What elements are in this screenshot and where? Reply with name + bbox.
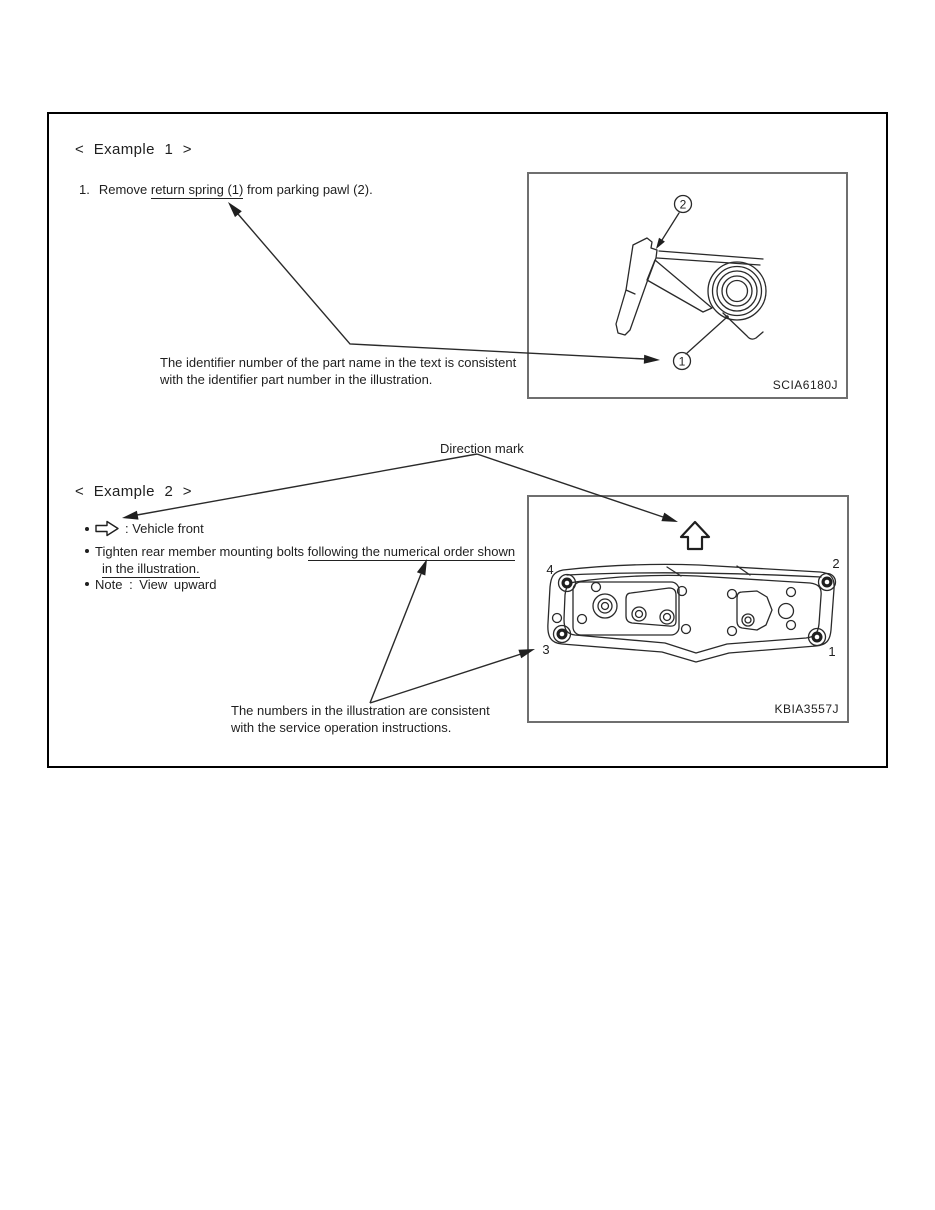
tighten-text-underlined-1: following the numerical order shown [307,544,516,561]
caption1-line1: The identifier number of the part name i… [160,355,517,370]
caption-numbers-consistency: The numbers in the illustration are cons… [231,702,490,736]
manual-page-frame: < Example 1 > 1. Remove return spring (1)… [47,112,888,768]
callout-spring-number: 1 [679,355,686,369]
fork-connector-bolt3 [369,649,535,704]
callout-1-leader [685,317,727,355]
bullet-tighten-line1: Tighten rear member mounting bolts follo… [95,543,516,561]
flange-tick [666,566,682,577]
figure-panel-parking-pawl: 2 1 SCIA6180J [527,172,848,399]
mounting-bolt-4 [557,573,577,593]
example2-heading: < Example 2 > [75,483,192,500]
vehicle-front-arrow-icon [95,520,119,537]
flange-line [566,572,822,578]
mounting-bolt-3 [552,624,572,644]
bullet-dot [85,527,89,531]
step-number: 1. [79,182,90,197]
mounting-bolt-1 [807,627,827,647]
flange-tick [736,565,751,576]
bolt-number-4: 4 [546,562,553,577]
bolt-number-1: 1 [828,644,835,659]
mounting-bolt-2 [817,572,837,592]
callout-pawl-number: 2 [680,198,687,212]
direction-arrow-up-icon [679,520,711,551]
return-spring-coil [707,261,767,321]
pawl-arm [646,259,713,313]
tighten-text-pre: Tighten rear member mounting bolts [95,544,308,559]
bullet-dot [85,549,89,553]
step-text-pre: Remove [98,182,151,197]
bullet-note-view-upward: Note : View upward [95,577,217,592]
center-plate [572,581,680,636]
bullet-vehicle-front-label: : Vehicle front [125,521,204,536]
bolt-number-2: 2 [832,556,839,571]
step-text-underlined: return spring (1) [150,182,244,199]
cutout-left [625,587,677,627]
bullet-dot [85,582,89,586]
bolt-holes [551,581,797,637]
bullet-tighten-line2: in the illustration. [102,560,200,578]
boss-pair [631,606,755,627]
parking-pawl-drawing: 2 1 [615,194,767,371]
callout-2-arrowhead [656,237,665,249]
direction-mark-label: Direction mark [440,441,524,456]
figure-code-kbia: KBIA3557J [774,702,839,716]
step-text-post: from parking pawl (2). [243,182,373,197]
boss-large [592,593,618,619]
mounting-bolts [552,572,837,647]
caption2-line2: with the service operation instructions. [231,720,452,735]
figure-code-scia: SCIA6180J [772,378,838,392]
rear-member-drawing: 4 2 3 1 [542,520,840,663]
rear-member-inner-line [563,574,822,654]
fork-connector-underline [369,559,427,704]
spring-leg-lower [656,257,761,266]
pawl-fold-line [625,289,636,295]
caption1-line2: with the identifier part number in the i… [160,372,433,387]
rear-member-outline [547,563,835,663]
figure-panel-rear-member: 4 2 3 1 KBIA3557J [527,495,849,723]
caption-identifier-consistency: The identifier number of the part name i… [160,354,516,388]
bolt-number-3: 3 [542,642,549,657]
caption2-line1: The numbers in the illustration are cons… [231,703,490,718]
example1-heading: < Example 1 > [75,141,192,158]
spring-tail-hook [722,312,764,340]
spring-leg-upper [658,250,764,260]
callout-2-leader [661,212,680,241]
step-1-instruction: 1. Remove return spring (1) from parking … [79,181,373,199]
cutout-right [736,590,773,631]
callout-circle-pawl: 2 [673,194,693,214]
callout-circle-spring: 1 [672,351,692,371]
tighten-text-underlined-2: in the illustration. [102,561,200,578]
pawl-blade [615,237,658,336]
